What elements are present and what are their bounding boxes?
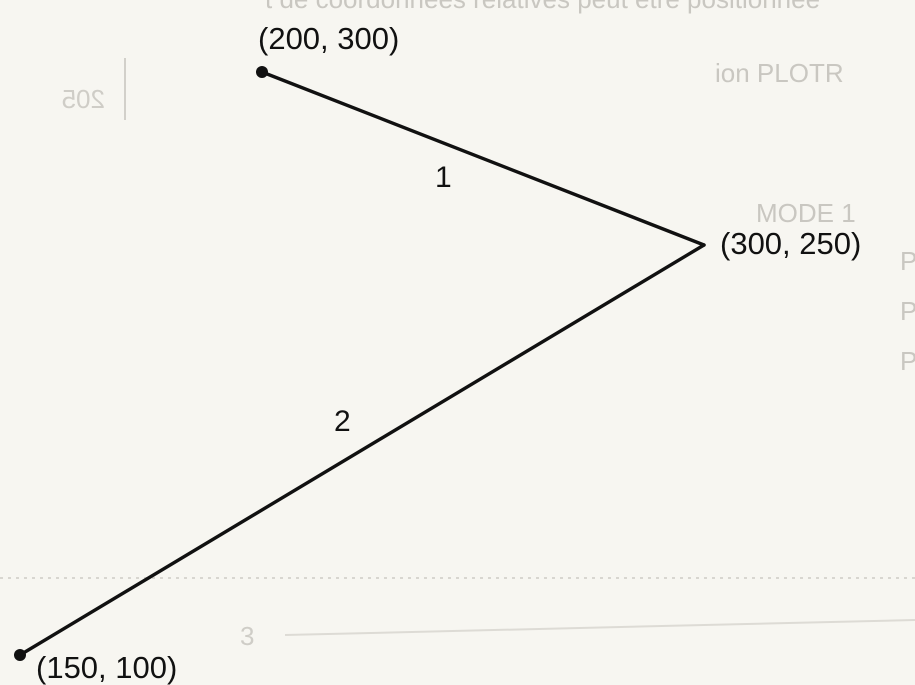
vertex-point-label: (300, 250) <box>720 226 861 261</box>
segment-2-label: 2 <box>334 405 351 438</box>
bleed-through: t de coordonnées relatives peut être pos… <box>0 0 915 651</box>
start-point-dot <box>256 66 268 78</box>
end-point-dot <box>14 649 26 661</box>
start-point-label: (200, 300) <box>258 21 399 56</box>
bleed-rule-bottom <box>284 619 915 636</box>
segment-1-label: 1 <box>435 161 452 194</box>
bleed-plot-line3: PLOTR 80, 10 (dessin du point C, aux coo… <box>900 346 915 376</box>
segment-2 <box>18 243 706 657</box>
bleed-mode: MODE 1 <box>756 198 856 228</box>
bleed-text-top: t de coordonnées relatives peut être pos… <box>265 0 820 14</box>
bleed-bottom-mark: 3 <box>240 621 254 651</box>
bleed-number-top: 205 <box>62 84 105 114</box>
bleed-plot-line2: PLOTR 50, 60 (dessin du point B, aux coo… <box>900 296 915 326</box>
bleed-plot-line1: PLOT 150, 100 (dessin du point A, au coo… <box>900 246 915 276</box>
end-point-label: (150, 100) <box>36 650 177 685</box>
segment-1 <box>260 70 706 247</box>
polyline-figure: (200, 300) (300, 250) (150, 100) 1 2 <box>14 21 861 685</box>
bleed-text-top2: ion PLOTR <box>715 58 844 88</box>
